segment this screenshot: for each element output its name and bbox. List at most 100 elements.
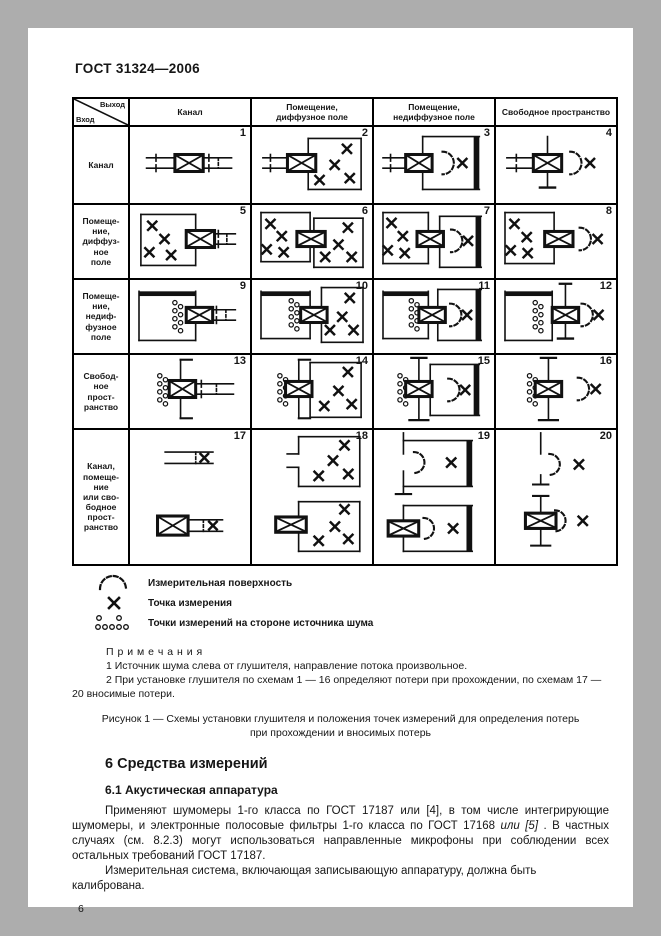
scheme-2-diagram — [262, 137, 362, 190]
corner-label-input: Вход — [76, 115, 95, 124]
row-header: Канал — [72, 125, 130, 205]
scheme-16-diagram — [526, 356, 602, 422]
scheme-cell: 4 — [494, 125, 618, 205]
scheme-number: 9 — [239, 280, 246, 292]
scheme-13-diagram — [156, 358, 235, 420]
scheme-cell: 14 — [250, 353, 374, 430]
scheme-number: 6 — [361, 205, 368, 217]
column-header: Помещение, недиффузное поле — [372, 97, 496, 127]
scheme-number: 11 — [478, 280, 490, 292]
scheme-cell: 2 — [250, 125, 374, 205]
scheme-number: 12 — [599, 280, 612, 292]
paragraph-text: Применяют шумомеры 1-го класса по ГОСТ 1… — [72, 805, 609, 832]
scheme-10-diagram — [260, 286, 364, 344]
row-header: Канал, помеще- ние или сво- бодное прост… — [72, 428, 130, 566]
notes: П р и м е ч а н и я 1 Источник шума слев… — [72, 645, 609, 701]
table-row: Помеще- ние, диффуз- ное поле 5 6 7 8 — [72, 203, 618, 280]
column-header: Канал — [128, 97, 252, 127]
legend-label: Точки измерений на стороне источника шум… — [148, 617, 374, 629]
scheme-14-diagram — [277, 358, 362, 420]
scheme-number: 8 — [605, 205, 612, 217]
legend-item: Точки измерений на стороне источника шум… — [90, 613, 633, 633]
row-header: Свобод- ное прост- ранство — [72, 353, 130, 430]
paragraph-italic-text: или [5] — [500, 820, 539, 832]
scheme-11-diagram — [382, 288, 483, 342]
column-header: Свободное пространство — [494, 97, 618, 127]
scheme-cell: 3 — [372, 125, 496, 205]
scheme-cell: 1 — [128, 125, 252, 205]
scheme-number: 1 — [239, 127, 246, 139]
figure-caption-line: Рисунок 1 — Схемы установки глушителя и … — [101, 713, 580, 725]
row-header: Помеще- ние, диффуз- ное поле — [72, 203, 130, 280]
scheme-15-diagram — [397, 356, 481, 422]
notes-title: П р и м е ч а н и я — [106, 646, 203, 658]
scheme-cell: 19 — [372, 428, 496, 566]
scheme-number: 15 — [477, 355, 490, 367]
measurement-point-icon — [90, 594, 138, 612]
paragraph: Применяют шумомеры 1-го класса по ГОСТ 1… — [72, 804, 609, 864]
scheme-cell: 18 — [250, 428, 374, 566]
scheme-20-diagram — [523, 431, 589, 547]
scheme-19-diagram — [386, 431, 474, 552]
figure-caption: Рисунок 1 — Схемы установки глушителя и … — [72, 712, 609, 740]
scheme-cell: 16 — [494, 353, 618, 430]
measurement-surface-icon — [90, 574, 138, 592]
scheme-number: 2 — [361, 127, 368, 139]
diagonal-divider — [74, 99, 128, 125]
note-item: 1 Источник шума слева от глушителя, напр… — [106, 660, 468, 672]
scheme-7-diagram — [381, 211, 483, 269]
scheme-17-diagram — [155, 450, 224, 537]
scheme-5-diagram — [140, 213, 237, 267]
note-item: 2 При установке глушителя по схемам 1 — … — [72, 674, 602, 700]
scheme-number: 19 — [477, 430, 490, 442]
scheme-number: 10 — [355, 280, 368, 292]
legend-label: Точка измерения — [148, 597, 233, 609]
scheme-cell: 12 — [494, 278, 618, 355]
scheme-number: 5 — [239, 205, 246, 217]
legend-item: Измерительная поверхность — [90, 573, 633, 593]
column-header: Помещение, диффузное поле — [250, 97, 374, 127]
scheme-number: 4 — [605, 127, 612, 139]
scheme-number: 17 — [233, 430, 246, 442]
scheme-4-diagram — [506, 135, 596, 189]
corner-label-output: Выход — [99, 100, 125, 109]
scheme-8-diagram — [504, 211, 604, 265]
scheme-cell: 10 — [250, 278, 374, 355]
scheme-12-diagram — [504, 282, 605, 342]
table-row: Канал 1 2 3 4 — [72, 125, 618, 205]
scheme-number: 20 — [599, 430, 612, 442]
scheme-number: 16 — [599, 355, 612, 367]
section-heading: 6 Средства измерений — [105, 756, 268, 772]
doc-header: ГОСТ 31324—2006 — [75, 61, 200, 76]
scheme-number: 14 — [355, 355, 368, 367]
scheme-cell: 15 — [372, 353, 496, 430]
paragraph-text: . В частных случаях (см. 8.2.3) могут ис… — [72, 820, 609, 862]
scheme-cell: 7 — [372, 203, 496, 280]
figure-caption-line: при прохождении и вносимых потерь — [249, 727, 432, 739]
scheme-cell: 8 — [494, 203, 618, 280]
scheme-cell: 13 — [128, 353, 252, 430]
scheme-cell: 17 — [128, 428, 252, 566]
scheme-number: 3 — [483, 127, 490, 139]
scheme-18-diagram — [274, 435, 361, 552]
table-row: Канал, помеще- ние или сво- бодное прост… — [72, 428, 618, 566]
legend-label: Измерительная поверхность — [148, 577, 293, 589]
source-side-points-icon — [90, 614, 138, 632]
subsection-heading: 6.1 Акустическая аппаратура — [105, 783, 278, 797]
scheme-cell: 6 — [250, 203, 374, 280]
page-number: 6 — [78, 903, 84, 915]
paragraph: Измерительная система, включающая записы… — [72, 865, 537, 892]
scheme-3-diagram — [382, 135, 481, 190]
scheme-6-diagram — [260, 211, 364, 269]
scheme-9-diagram — [138, 290, 237, 342]
scheme-number: 7 — [483, 205, 490, 217]
scheme-cell: 11 — [372, 278, 496, 355]
